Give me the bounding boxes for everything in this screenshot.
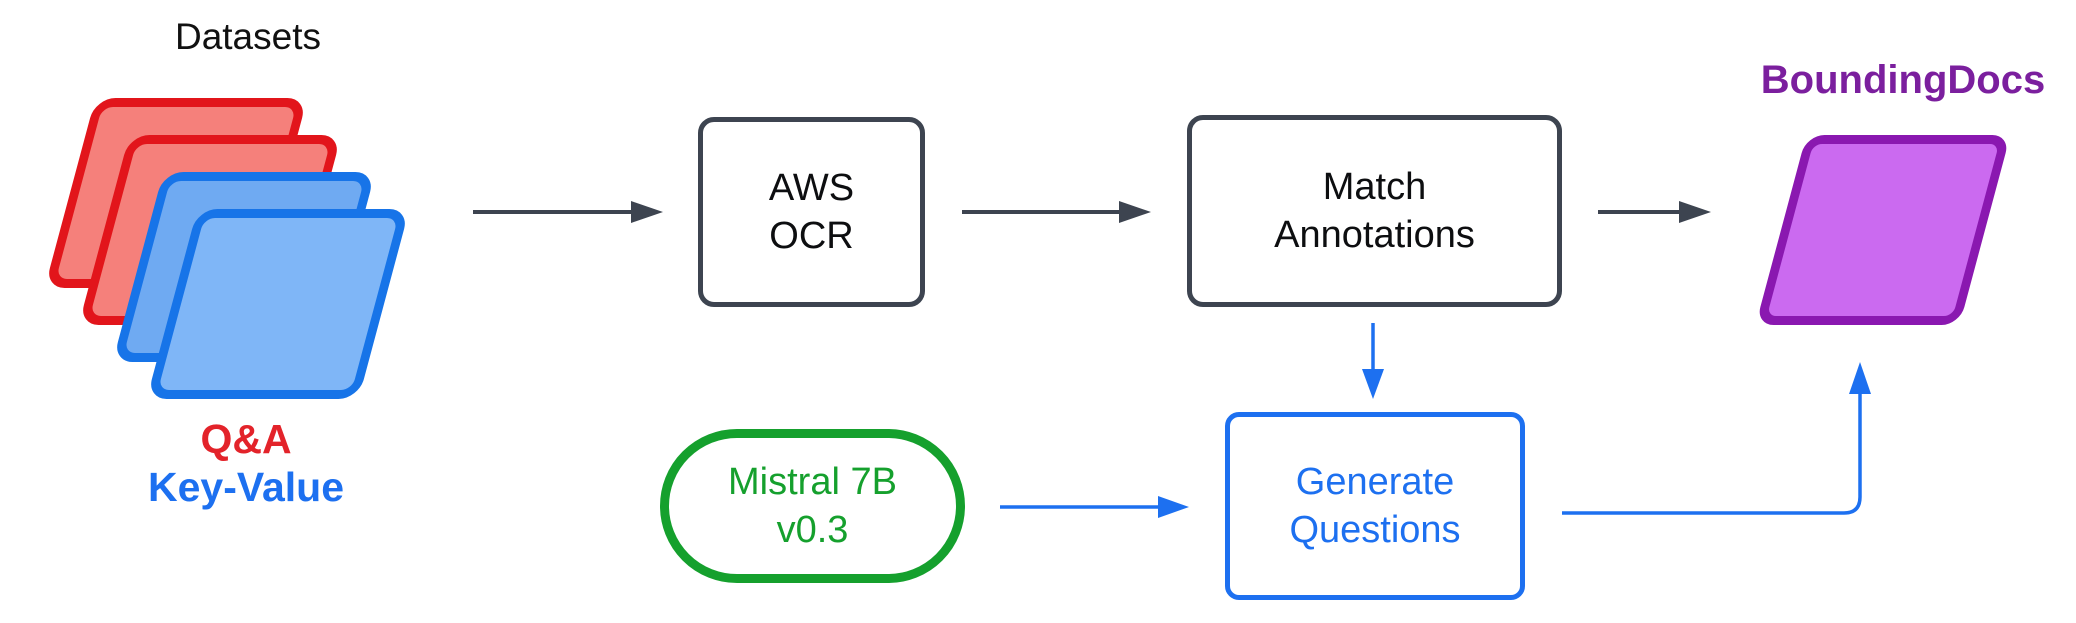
mistral-node: Mistral 7B v0.3	[660, 429, 965, 583]
qa-label: Q&A	[200, 416, 292, 462]
aws-ocr-node: AWS OCR	[698, 117, 925, 307]
mistral-label-line2: v0.3	[776, 509, 849, 551]
arrow-match-to-generate	[1362, 323, 1384, 399]
boundingdocs-shape	[1755, 135, 2011, 325]
match-label-line1: Match	[1322, 166, 1427, 208]
aws-ocr-label-line1: AWS	[768, 167, 855, 209]
generate-label-line1: Generate	[1295, 461, 1455, 503]
mistral-label-line1: Mistral 7B	[728, 461, 897, 503]
key-value-label: Key-Value	[148, 464, 344, 510]
arrow-generate-to-boundingdocs	[1562, 362, 1871, 515]
generate-questions-node: Generate Questions	[1225, 412, 1525, 600]
arrow-datasets-to-aws-ocr	[473, 201, 663, 223]
boundingdocs-title: BoundingDocs	[1760, 58, 2046, 102]
arrow-match-to-boundingdocs	[1598, 201, 1711, 223]
datasets-title: Datasets	[174, 16, 321, 57]
arrow-aws-ocr-to-match	[962, 201, 1151, 223]
arrow-mistral-to-generate	[1000, 496, 1189, 518]
match-label-line2: Annotations	[1274, 214, 1475, 256]
match-annotations-node: Match Annotations	[1187, 115, 1562, 307]
generate-label-line2: Questions	[1289, 509, 1461, 551]
aws-ocr-label-line2: OCR	[769, 215, 854, 257]
